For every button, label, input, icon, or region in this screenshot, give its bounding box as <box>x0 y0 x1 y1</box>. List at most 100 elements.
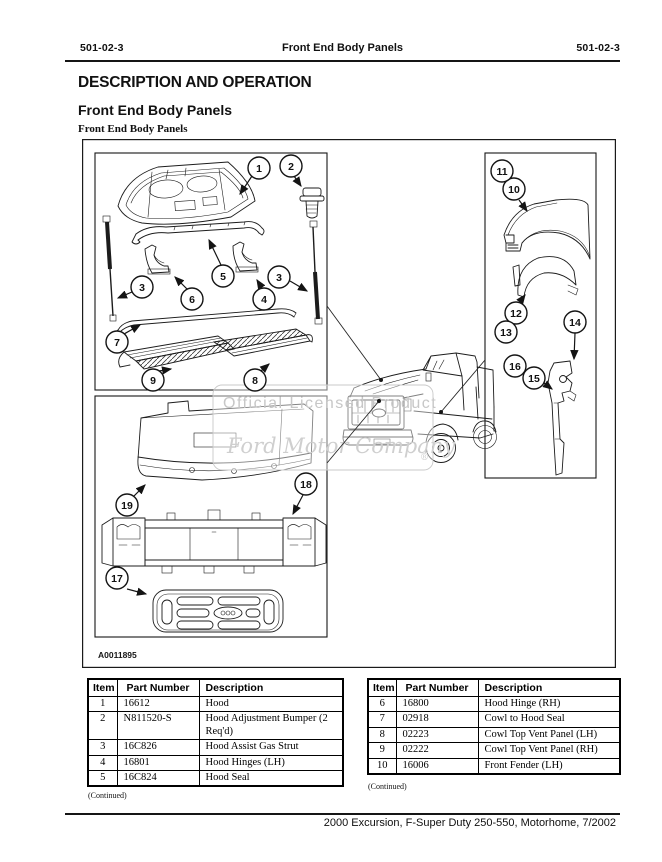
svg-text:1: 1 <box>256 163 262 175</box>
table-cell: 9 <box>367 742 397 759</box>
hood-hinge-rh-drawing <box>232 241 259 273</box>
table-cell: 1 <box>87 695 118 713</box>
continued-note-right: (Continued) <box>368 782 407 791</box>
hood-parts-box <box>94 152 328 391</box>
watermark-registered: ® <box>420 453 429 463</box>
callout-2: 2 <box>279 154 303 178</box>
table-cell: 16801 <box>116 754 200 771</box>
table-cell: 6 <box>367 695 397 713</box>
table-cell: Hood <box>198 695 344 713</box>
table-cell: Hood Seal <box>198 769 344 787</box>
svg-text:4: 4 <box>261 294 267 306</box>
table-cell: Hood Assist Gas Strut <box>198 739 344 756</box>
table-cell: Front Fender (LH) <box>477 757 621 775</box>
callout-18: 18 <box>294 472 318 496</box>
callout-4: 4 <box>252 287 276 311</box>
table-cell: 5 <box>87 769 118 787</box>
footer-rule <box>65 813 620 815</box>
svg-text:6: 6 <box>189 294 195 306</box>
hood-part-drawing <box>117 161 256 225</box>
watermark-box <box>212 384 434 471</box>
gas-strut-right-drawing <box>309 220 323 325</box>
table-cell: 4 <box>87 754 118 771</box>
air-deflector-drawing <box>137 400 314 481</box>
callout-15: 15 <box>522 366 546 390</box>
callout-3-left: 3 <box>130 275 154 299</box>
svg-text:16: 16 <box>509 361 521 373</box>
exploded-view-figure: Official Licensed Product Ford Motor Com… <box>82 139 616 668</box>
figure-frame <box>82 139 616 668</box>
callout-3-right: 3 <box>267 265 291 289</box>
leader-lines <box>326 305 486 464</box>
table-cell: Hood Adjustment Bumper (2 Req'd) <box>198 711 344 741</box>
cowl-seal-drawing <box>131 221 265 245</box>
table-cell: 16C826 <box>116 739 200 756</box>
svg-text:2: 2 <box>288 161 294 173</box>
callout-17: 17 <box>105 566 129 590</box>
table-cell: 16C824 <box>116 769 200 787</box>
svg-text:8: 8 <box>252 375 258 387</box>
figure-id: A0011895 <box>98 650 137 660</box>
table-cell: 10 <box>367 757 397 775</box>
svg-text:14: 14 <box>569 317 581 329</box>
svg-text:9: 9 <box>150 375 156 387</box>
running-header-title: Front End Body Panels <box>281 42 403 54</box>
table-cell: 02223 <box>395 726 479 744</box>
column-header: Part Number <box>116 678 200 697</box>
svg-text:11: 11 <box>496 166 507 178</box>
gas-strut-left-drawing <box>102 215 117 322</box>
callout-arrows <box>116 175 579 596</box>
table-cell: 16612 <box>116 695 200 713</box>
table-cell: 8 <box>367 726 397 744</box>
callout-8: 8 <box>243 368 267 392</box>
svg-text:12: 12 <box>510 308 522 320</box>
front-structure-box <box>94 395 328 638</box>
callout-7: 7 <box>105 330 129 354</box>
truck-illustration <box>342 352 497 463</box>
page-number-right: 501-02-3 <box>576 42 620 54</box>
table-cell: Hood Hinge (RH) <box>477 695 621 713</box>
table-cell: 2 <box>87 711 118 741</box>
table-cell: 7 <box>367 711 397 728</box>
callouts: 1 2 3 3 4 5 6 7 8 9 10 11 12 13 14 15 16… <box>105 154 587 590</box>
table-cell: N811520-S <box>116 711 200 741</box>
fender-parts-box <box>484 152 597 479</box>
svg-text:5: 5 <box>220 271 226 283</box>
fender-bracket-drawing <box>547 360 577 476</box>
svg-text:3: 3 <box>139 282 145 294</box>
svg-text:15: 15 <box>528 373 540 385</box>
callout-6: 6 <box>180 287 204 311</box>
svg-text:3: 3 <box>276 272 282 284</box>
column-header: Part Number <box>395 678 479 697</box>
svg-text:13: 13 <box>500 327 512 339</box>
callout-16: 16 <box>503 354 527 378</box>
table-cell: Hood Hinges (LH) <box>198 754 344 771</box>
wheel-liner-drawing <box>512 256 579 298</box>
grille-drawing <box>152 589 284 633</box>
figure-caption: Front End Body Panels <box>78 123 188 135</box>
callout-12: 12 <box>504 301 528 325</box>
table-cell: 16800 <box>395 695 479 713</box>
svg-text:19: 19 <box>121 500 133 512</box>
callout-11: 11 <box>490 159 514 183</box>
column-header: Description <box>477 678 621 697</box>
table-cell: Cowl Top Vent Panel (RH) <box>477 742 621 759</box>
watermark-line1: Official Licensed Product <box>223 395 437 412</box>
cowl-vent-panel-rh-drawing <box>212 328 313 357</box>
radiator-support-drawing <box>101 509 327 574</box>
svg-text:18: 18 <box>300 479 312 491</box>
svg-text:10: 10 <box>508 184 520 196</box>
callout-19: 19 <box>115 493 139 517</box>
